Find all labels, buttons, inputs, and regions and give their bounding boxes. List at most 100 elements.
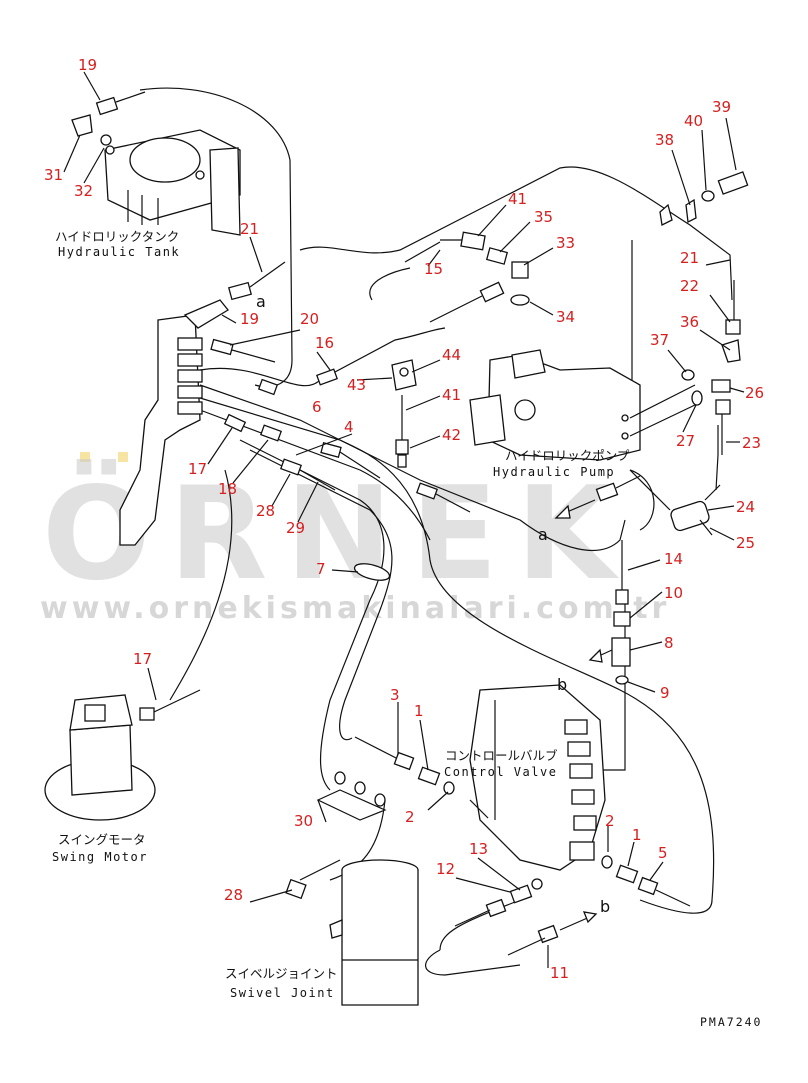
- leader-33: [523, 247, 554, 266]
- fitting-23-top: [715, 399, 731, 415]
- leader-28b: [249, 889, 293, 903]
- hose-5-route: [199, 397, 715, 914]
- drawing-code: PMA7240: [700, 1015, 762, 1029]
- tank-legs: [127, 190, 159, 225]
- hose-11-route: [425, 949, 521, 976]
- filter-24: [670, 500, 710, 532]
- valve-label-en: Control Valve: [444, 765, 557, 779]
- elbow-33: [511, 261, 529, 279]
- arrow-b-head: [588, 648, 603, 663]
- leader-32: [83, 147, 105, 184]
- callout-28a: 28: [256, 502, 275, 520]
- o-ring-13: [531, 878, 543, 890]
- o-ring-2a: [443, 781, 455, 795]
- fitting-16: [315, 368, 339, 386]
- pump-port-2: [621, 432, 629, 440]
- leader-pump-27: [629, 404, 696, 437]
- hose-15-stub: [429, 295, 483, 323]
- leader-pump-37: [629, 384, 696, 419]
- leader-44: [411, 359, 441, 373]
- watermark-dot-left: [80, 452, 90, 462]
- callout-41a: 41: [508, 190, 527, 208]
- fitting-6: [257, 378, 279, 396]
- pump-shaft: [514, 399, 536, 421]
- swing-motor-label-jp: スイングモータ: [58, 832, 146, 847]
- fitting-near-a: [415, 482, 439, 500]
- leader-43: [356, 377, 393, 381]
- hose-30-route: [329, 799, 386, 881]
- callout-1a: 1: [414, 702, 424, 720]
- watermark-dot-right: [118, 452, 128, 462]
- left-valve-block: [119, 299, 229, 546]
- hose-15-link: [369, 267, 411, 301]
- callout-13: 13: [469, 840, 488, 858]
- leader-25: [709, 527, 735, 541]
- callout-15: 15: [424, 260, 443, 278]
- bracket-hole: [399, 367, 409, 377]
- center-fittings: [554, 475, 641, 685]
- callout-38: 38: [655, 131, 674, 149]
- valve-spool-2: [567, 741, 591, 757]
- leader-18: [232, 439, 269, 484]
- clamp-ring: [353, 563, 391, 581]
- callout-19b: 19: [240, 310, 259, 328]
- callout-8: 8: [664, 634, 674, 652]
- callout-11: 11: [550, 964, 569, 982]
- callout-31: 31: [44, 166, 63, 184]
- fitting-15: [479, 281, 505, 303]
- fitting-18: [259, 424, 283, 442]
- swivel-label-jp: スイベルジョイント: [225, 966, 338, 981]
- hose-24-in: [629, 469, 671, 511]
- callout-41b: 41: [442, 386, 461, 404]
- tee-8: [611, 637, 631, 667]
- fitting-17-motor: [139, 707, 155, 721]
- adapter-35: [485, 247, 509, 265]
- pump-fittings: [391, 231, 530, 468]
- hose-7-route-b: [249, 449, 393, 741]
- fitting-28-swivel: [285, 878, 307, 900]
- pump-label-jp: ハイドロリックポンプ: [505, 448, 630, 463]
- callout-numbers: 19 31 32 21 19 20 16 6 4 17 18 28 29 7 1…: [44, 56, 764, 982]
- bracket-30: [316, 789, 387, 821]
- callout-24: 24: [736, 498, 755, 516]
- fitting-a-right: [595, 482, 619, 502]
- tank-label-jp: ハイドロリックタンク: [55, 229, 179, 244]
- adapter-1b: [615, 864, 639, 884]
- leader-28a: [271, 473, 291, 507]
- o-ring-32: [100, 134, 112, 146]
- hose-14-route: [199, 384, 626, 551]
- callout-34: 34: [556, 308, 575, 326]
- callout-29: 29: [286, 519, 305, 537]
- valve-side-fitting: [469, 799, 489, 819]
- leader-34: [529, 301, 554, 316]
- tank-fittings: [71, 91, 146, 146]
- fitting-5-end: [637, 876, 659, 896]
- callout-42: 42: [442, 426, 461, 444]
- valve-end-cap: [569, 841, 595, 861]
- right-fittings: [629, 171, 749, 536]
- valve-spool-3: [569, 763, 593, 779]
- leader-9: [627, 681, 656, 693]
- leader-24: [707, 505, 735, 511]
- callout-27: 27: [676, 432, 695, 450]
- motor-body: [69, 724, 133, 796]
- callout-22: 22: [680, 277, 699, 295]
- pump-label-en: Hydraulic Pump: [493, 465, 615, 479]
- leader-12: [455, 877, 511, 893]
- callout-19a: 19: [78, 56, 97, 74]
- leader-37: [667, 349, 687, 373]
- leader-38: [671, 149, 691, 206]
- hose-12-stub: [454, 909, 491, 927]
- block-port-1: [177, 337, 203, 351]
- leader-lines: [63, 71, 745, 968]
- leader-1a: [419, 719, 429, 771]
- washer-40: [701, 190, 715, 202]
- leader-41a: [477, 204, 507, 237]
- valve-spool-5: [573, 815, 597, 831]
- callout-20: 20: [300, 310, 319, 328]
- leader-17b: [147, 667, 157, 701]
- hose-19-stub: [115, 91, 146, 103]
- leader-22: [709, 294, 731, 323]
- callout-36: 36: [680, 313, 699, 331]
